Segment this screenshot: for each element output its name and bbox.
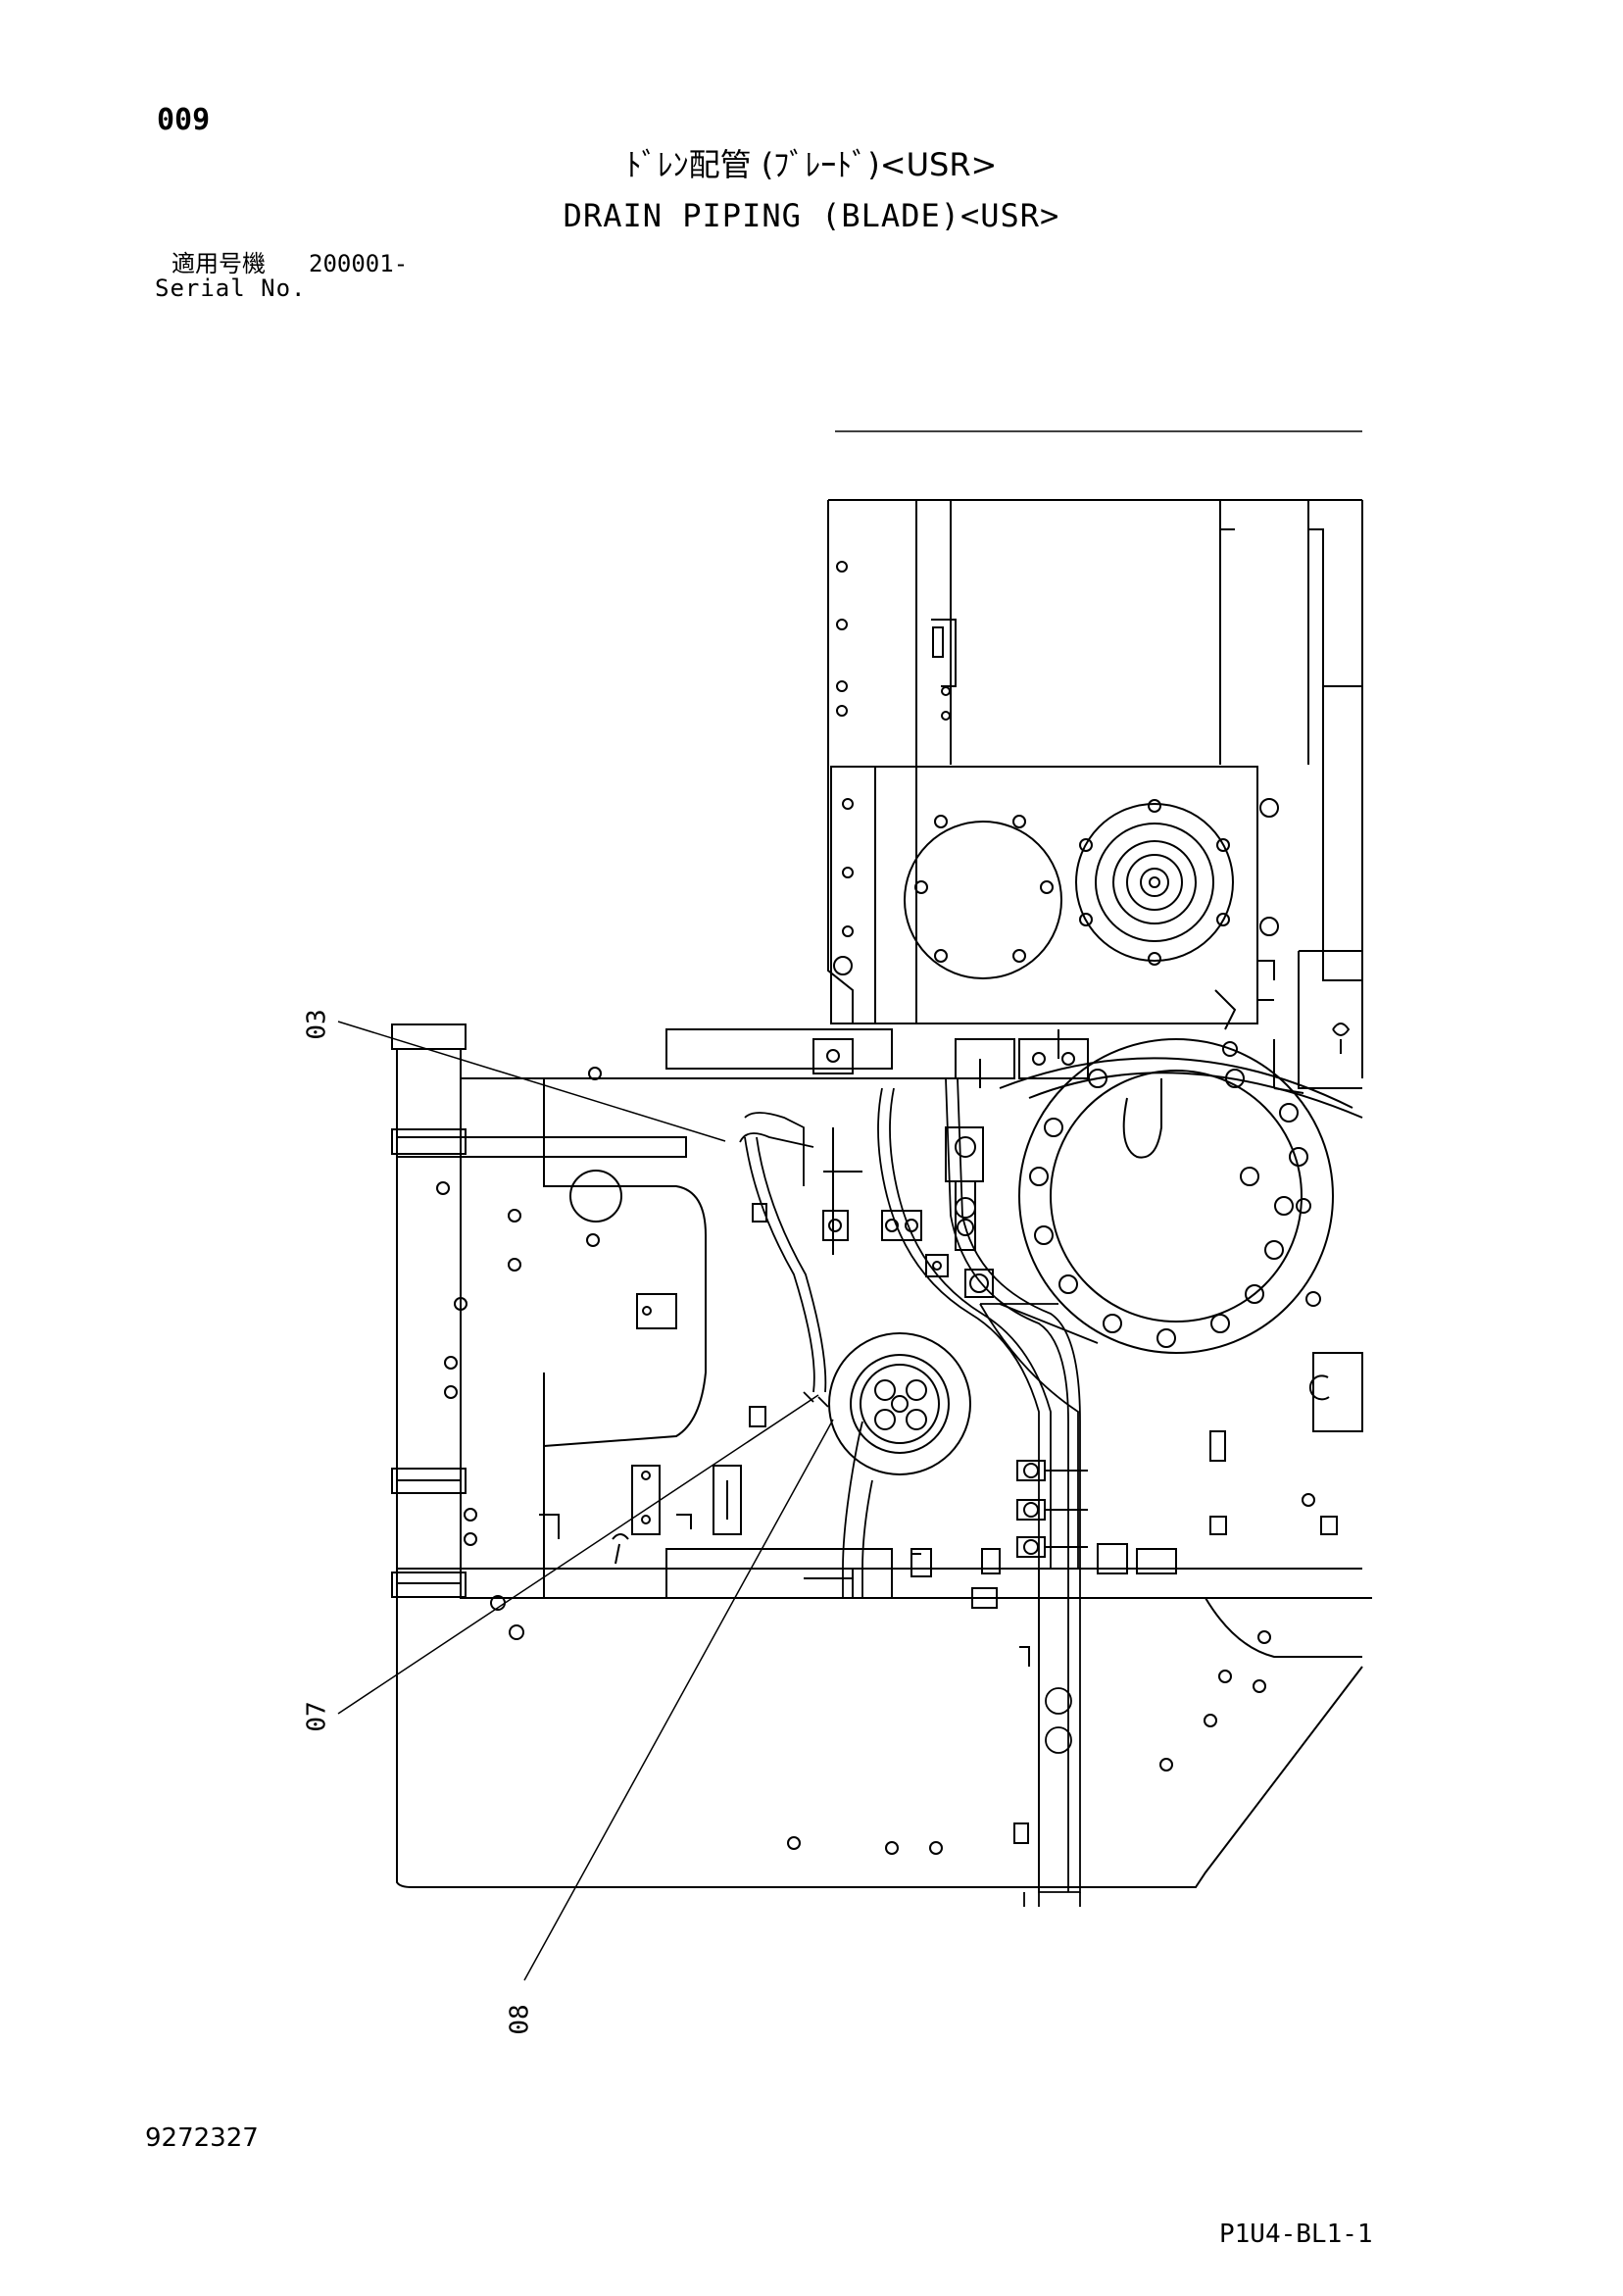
callout-03: 03 — [302, 1009, 332, 1040]
base-frame — [392, 1024, 1372, 1887]
document-number: 9272327 — [145, 2123, 259, 2153]
fittings — [813, 1039, 1176, 1608]
serial-label-japanese: 適用号機 — [172, 250, 266, 277]
page-number: 009 — [157, 103, 211, 137]
gearbox — [831, 767, 1278, 1023]
upper-housing — [828, 500, 1362, 1078]
callout-07: 07 — [302, 1701, 332, 1732]
swing-bearing — [1000, 1039, 1362, 1353]
serial-label-english: Serial No. — [155, 275, 307, 302]
title-japanese: ﾄﾞﾚﾝ配管 (ﾌﾞﾚｰﾄﾞ)<USR> — [625, 146, 998, 183]
callout-08: 08 — [505, 2004, 535, 2035]
right-structure — [1215, 951, 1362, 1431]
drain-hoses — [740, 1078, 1098, 1907]
title-english: DRAIN PIPING (BLADE)<USR> — [563, 197, 1060, 234]
swivel-joint — [829, 1333, 970, 1474]
page-code: P1U4-BL1-1 — [1219, 2220, 1373, 2249]
serial-number-value: 200001- — [309, 250, 409, 277]
leader-lines — [338, 1022, 833, 1980]
